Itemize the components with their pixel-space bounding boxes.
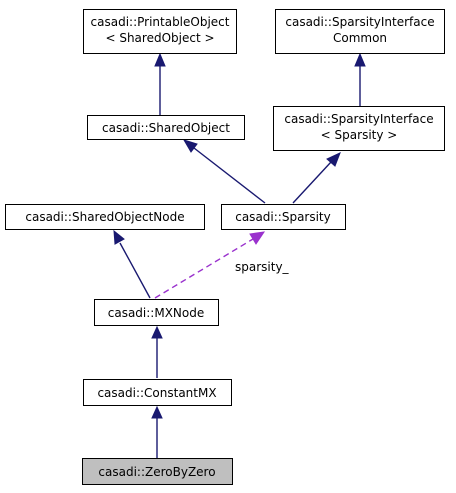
arrow-head-constantmx bbox=[151, 405, 163, 419]
node-label: casadi::ZeroByZero bbox=[98, 465, 215, 479]
node-box bbox=[275, 9, 445, 54]
node-shared-object[interactable]: casadi::SharedObject bbox=[87, 115, 245, 140]
node-label: casadi::SharedObject bbox=[102, 121, 230, 135]
arrow-head-mxnode bbox=[151, 325, 163, 339]
node-sparsity[interactable]: casadi::Sparsity bbox=[221, 204, 346, 230]
node-label-line-2: < Sparsity > bbox=[321, 128, 398, 142]
edge-sparsity-to-sharedobject bbox=[193, 147, 266, 204]
node-label: casadi::ConstantMX bbox=[97, 386, 216, 400]
node-label: casadi::Sparsity bbox=[235, 210, 331, 224]
node-label: casadi::SharedObjectNode bbox=[25, 210, 184, 224]
node-box bbox=[83, 9, 237, 54]
edge-mxnode-to-sharedobjectnode bbox=[119, 242, 151, 299]
edge-label-sparsity-member: sparsity_ bbox=[235, 260, 290, 274]
node-label-line-1: casadi::SparsityInterface bbox=[285, 15, 434, 29]
node-label-line-2: < SharedObject > bbox=[105, 31, 214, 45]
node-label: casadi::MXNode bbox=[108, 306, 205, 320]
node-box-current bbox=[82, 458, 233, 485]
node-label-line-2: Common bbox=[333, 31, 387, 45]
node-label-line-1: casadi::SparsityInterface bbox=[284, 112, 433, 126]
edges bbox=[113, 52, 366, 458]
edge-sparsity-to-sparsityinterface bbox=[292, 161, 332, 204]
node-box bbox=[83, 379, 232, 406]
node-constant-mx[interactable]: casadi::ConstantMX bbox=[83, 379, 232, 406]
node-printable-object[interactable]: casadi::PrintableObject < SharedObject > bbox=[83, 9, 237, 54]
node-sparsity-interface-sparsity[interactable]: casadi::SparsityInterface < Sparsity > bbox=[273, 106, 445, 151]
arrow-head-printableobject bbox=[154, 52, 166, 67]
node-sparsity-interface-common[interactable]: casadi::SparsityInterface Common bbox=[275, 9, 445, 54]
node-box bbox=[5, 204, 205, 230]
node-shared-object-node[interactable]: casadi::SharedObjectNode bbox=[5, 204, 205, 230]
node-label-line-1: casadi::PrintableObject bbox=[91, 15, 230, 29]
node-box bbox=[94, 299, 219, 326]
edge-mxnode-uses-sparsity bbox=[154, 238, 254, 299]
node-zero-by-zero: casadi::ZeroByZero bbox=[82, 458, 233, 485]
node-box bbox=[87, 115, 245, 140]
arrow-head-sparsity-usage bbox=[249, 231, 266, 245]
node-box bbox=[273, 106, 445, 151]
node-mx-node[interactable]: casadi::MXNode bbox=[94, 299, 219, 326]
node-box bbox=[221, 204, 346, 230]
arrow-head-sparsityinterfacecommon bbox=[354, 52, 366, 67]
arrow-head-sharedobject-from-sparsity bbox=[182, 139, 198, 153]
arrow-head-sharedobjectnode bbox=[113, 229, 125, 245]
arrow-head-sparsityinterface bbox=[326, 152, 341, 167]
